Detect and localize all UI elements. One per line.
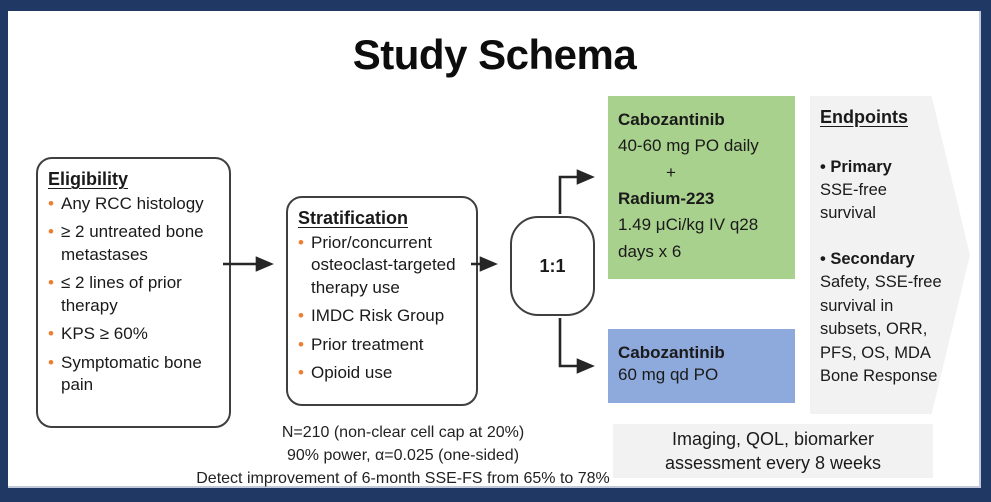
arrow-randomization-to-experimental-icon [558, 169, 595, 214]
plus-sign: + [666, 162, 676, 182]
eligibility-item: KPS ≥ 60% [48, 323, 223, 346]
control-drug-dose: 60 mg qd PO [618, 365, 719, 385]
control-arm-box: Cabozantinib 60 mg qd PO [608, 329, 795, 403]
experimental-arm-box: Cabozantinib 40-60 mg PO daily + Radium-… [608, 96, 795, 279]
eligibility-list: Any RCC histology ≥ 2 untreated bone meta… [48, 193, 223, 397]
randomization-box: 1:1 [510, 216, 595, 316]
secondary-endpoint-line: survival in [820, 296, 894, 315]
statistics-text: N=210 (non-clear cell cap at 20%) 90% pow… [168, 421, 638, 488]
secondary-endpoint-label: • Secondary [820, 249, 915, 268]
eligibility-item: ≥ 2 untreated bone metastases [48, 221, 223, 266]
secondary-endpoint-line: subsets, ORR, [820, 320, 928, 339]
eligibility-item: Any RCC histology [48, 193, 223, 216]
experimental-drug1-name: Cabozantinib [618, 110, 725, 129]
stratification-item: IMDC Risk Group [298, 305, 470, 328]
secondary-endpoint-text: Safety, SSE-free survival in subsets, ORR,… [820, 271, 944, 388]
page-title: Study Schema [352, 31, 637, 78]
eligibility-item: ≤ 2 lines of prior therapy [48, 272, 223, 317]
endpoints-chevron: Endpoints • Primary SSE-free survival • S… [810, 96, 970, 414]
assessment-note-line: assessment every 8 weeks [664, 453, 882, 473]
assessment-note-box: Imaging, QOL, biomarker assessment every … [613, 424, 933, 478]
spacer [820, 134, 944, 156]
stratification-item: Opioid use [298, 362, 470, 385]
stratification-heading: Stratification [298, 208, 409, 228]
primary-endpoint-label: • Primary [820, 157, 892, 176]
eligibility-item: Symptomatic bone pain [48, 352, 223, 397]
stratification-list: Prior/concurrent osteoclast-targeted the… [298, 232, 470, 385]
eligibility-heading: Eligibility [48, 169, 129, 189]
stratification-item: Prior treatment [298, 334, 470, 357]
secondary-endpoint-line: Bone Response [820, 366, 938, 385]
secondary-endpoint-line: PFS, OS, MDA [820, 343, 931, 362]
stratification-item: Prior/concurrent osteoclast-targeted the… [298, 232, 470, 299]
assessment-note-text: Imaging, QOL, biomarker assessment every … [665, 427, 881, 476]
control-drug-name: Cabozantinib [618, 343, 725, 362]
eligibility-box: Eligibility Any RCC histology ≥ 2 untreat… [36, 157, 231, 428]
stratification-box: Stratification Prior/concurrent osteocla… [286, 196, 478, 406]
primary-endpoint-line: survival [820, 204, 876, 223]
spacer [820, 226, 944, 248]
primary-endpoint-text: SSE-free survival [820, 179, 944, 226]
endpoints-heading: Endpoints [820, 107, 908, 127]
arrow-randomization-to-control-icon [558, 318, 595, 374]
statistics-line: Detect improvement of 6-month SSE-FS fro… [196, 470, 610, 488]
experimental-drug2-dose: 1.49 μCi/kg IV q28 days x 6 [618, 215, 759, 261]
randomization-ratio: 1:1 [539, 255, 566, 276]
experimental-drug1-dose: 40-60 mg PO daily [618, 136, 759, 156]
primary-endpoint-line: SSE-free [820, 180, 887, 199]
assessment-note-line: Imaging, QOL, biomarker [671, 428, 875, 449]
experimental-drug2-name: Radium-223 [618, 189, 715, 209]
statistics-line: 90% power, α=0.025 (one-sided) [286, 447, 520, 465]
statistics-line: N=210 (non-clear cell cap at 20%) [281, 424, 525, 441]
secondary-endpoint-line: Safety, SSE-free [820, 273, 942, 292]
